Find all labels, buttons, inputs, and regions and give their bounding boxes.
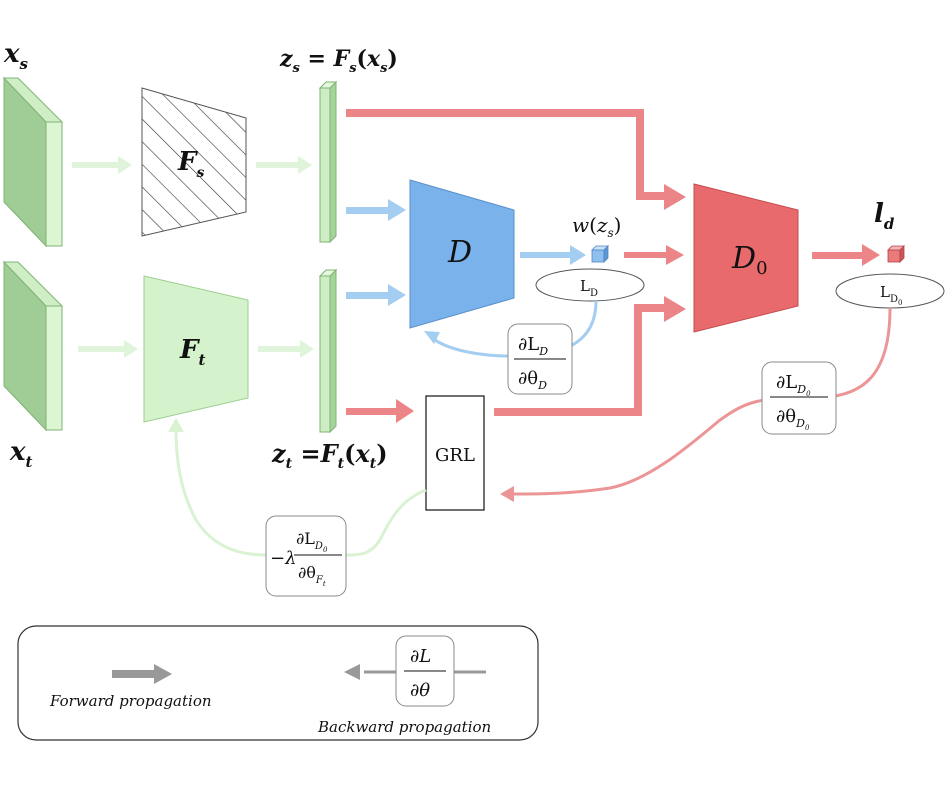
target-input-slab [2, 260, 64, 432]
weight-cube [591, 245, 609, 263]
weight-label: w(zs) [572, 213, 621, 240]
grl-box [425, 395, 485, 511]
target-feature-vector [318, 268, 338, 434]
source-feature-equation: zs = Fs(xs) [279, 46, 398, 76]
arrow-source-to-extractor [72, 156, 132, 174]
green-backward-curve [168, 418, 427, 557]
target-feature-equation: zt =Ft(xt) [271, 439, 388, 472]
red-arrow-d0-to-output [812, 244, 880, 266]
svg-text:∂θ: ∂θ [410, 680, 430, 701]
target-input-label: xt [9, 437, 33, 471]
discriminator0-shape [693, 183, 799, 333]
svg-text:∂LD: ∂LD [518, 334, 548, 358]
target-extractor-label: Ft [179, 335, 205, 369]
source-input-slab [2, 76, 64, 248]
arrow-source-extractor-to-feature [256, 156, 312, 174]
grad-f-box: −λ ∂LD0 ∂θFt [265, 515, 347, 597]
legend-forward-label: Forward propagation [49, 692, 212, 710]
svg-text:∂LD0: ∂LD0 [776, 372, 811, 398]
arrow-target-to-extractor [78, 340, 138, 358]
red-backward-curve [500, 307, 892, 502]
legend-backward-label: Backward propagation [317, 718, 491, 736]
output-cube [887, 245, 905, 263]
discriminator-label: D [447, 235, 472, 270]
svg-text:∂L: ∂L [410, 646, 431, 667]
source-extractor-shape [141, 87, 247, 237]
grad-d0-box: ∂LD0 ∂θD0 [761, 361, 837, 435]
source-feature-vector [318, 80, 338, 244]
red-path-source-to-d0 [346, 109, 686, 210]
loss-d-label: LD [580, 277, 598, 299]
red-path-target-to-grl [346, 399, 414, 423]
legend-forward-arrow [112, 664, 172, 684]
legend-grad-box: ∂L ∂θ [395, 635, 455, 707]
red-path-grl-to-d0 [494, 296, 686, 416]
svg-text:∂θD0: ∂θD0 [776, 406, 810, 432]
target-extractor-shape [143, 275, 249, 423]
blue-arrow-target-to-d [346, 284, 406, 306]
svg-text:∂LD0: ∂LD0 [296, 529, 328, 554]
source-extractor-label: Fs [177, 147, 204, 181]
red-arrow-weight-to-d0 [624, 245, 684, 265]
loss-d-ellipse [535, 268, 645, 302]
loss-d0-label: LD0 [880, 283, 902, 307]
source-input-label: xs [3, 39, 29, 73]
arrow-target-extractor-to-feature [258, 340, 314, 358]
discriminator-shape [409, 179, 515, 329]
blue-arrow-source-to-d [346, 199, 406, 221]
blue-arrow-d-to-weight [520, 245, 586, 265]
legend-backward-arrow [344, 664, 486, 680]
svg-text:∂θFt: ∂θFt [298, 563, 326, 588]
svg-text:−λ: −λ [270, 548, 297, 569]
discriminator0-label: D0 [731, 241, 768, 279]
grl-label: GRL [435, 445, 475, 466]
output-label: ld [874, 199, 895, 233]
svg-text:∂θD: ∂θD [518, 368, 547, 392]
grad-d-box: ∂LD ∂θD [507, 323, 573, 395]
